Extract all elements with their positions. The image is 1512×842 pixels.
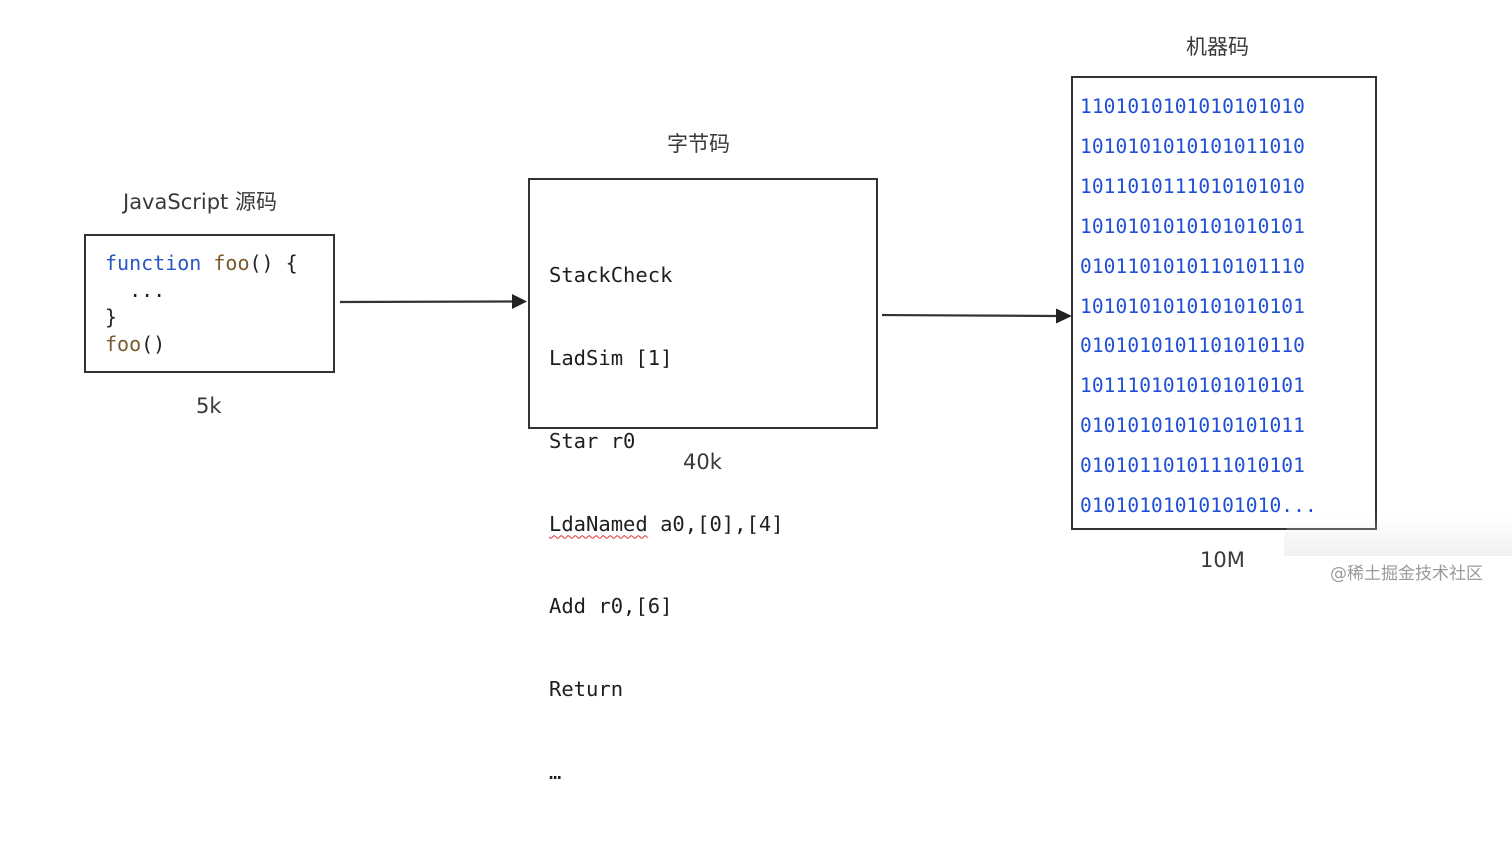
machine-code-line: 0101011010111010101 bbox=[1080, 454, 1305, 478]
spellcheck-underlined-op: LdaNamed bbox=[549, 511, 648, 536]
machine-code-line: 01010101010101010... bbox=[1080, 494, 1317, 518]
watermark-text: @稀土掘金技术社区 bbox=[1330, 564, 1483, 584]
machine-code-line: 1010101010101010101 bbox=[1080, 294, 1305, 318]
bytecode-size: 40k bbox=[683, 450, 722, 474]
bytecode-line: LdaNamed a0,[0],[4] bbox=[549, 511, 784, 539]
machine-code-line: 0101010101101010110 bbox=[1080, 334, 1305, 358]
js-source-box: function foo() { ... } foo() bbox=[84, 234, 335, 373]
machine-code-title: 机器码 bbox=[1186, 35, 1249, 59]
js-source-size: 5k bbox=[196, 394, 222, 418]
machine-code-box: 1101010101010101010 1010101010101011010 10… bbox=[1071, 76, 1377, 530]
bytecode-block: StackCheck LadSim [1] Star r0 LdaNamed a… bbox=[549, 207, 784, 842]
bytecode-line: StackCheck bbox=[549, 263, 673, 288]
keyword-function: function bbox=[105, 251, 202, 275]
machine-code-line: 0101010101010101011 bbox=[1080, 414, 1305, 438]
bytecode-line: Star r0 bbox=[549, 428, 636, 453]
arrow-line bbox=[339, 300, 515, 304]
bytecode-line: Return bbox=[549, 677, 624, 702]
machine-code-list: 1101010101010101010 1010101010101011010 10… bbox=[1080, 87, 1317, 526]
bytecode-box: StackCheck LadSim [1] Star r0 LdaNamed a… bbox=[528, 178, 878, 784]
js-source-title: JavaScript 源码 bbox=[123, 190, 277, 214]
machine-code-line: 1011010111010101010 bbox=[1080, 174, 1305, 198]
machine-code-line: 1010101010101011010 bbox=[1080, 134, 1305, 158]
code-line-1: function foo() { bbox=[105, 250, 298, 277]
code-line-4: foo() bbox=[105, 331, 298, 358]
arrow-bytecode-to-machine bbox=[881, 308, 1072, 324]
machine-code-line: 1011101010101010101 bbox=[1080, 374, 1305, 398]
bytecode-line: Add r0,[6] bbox=[549, 594, 673, 619]
bytecode-title: 字节码 bbox=[667, 132, 730, 156]
watermark-backdrop bbox=[1284, 516, 1512, 556]
arrow-head-icon bbox=[1056, 308, 1072, 324]
machine-code-size: 10M bbox=[1200, 548, 1245, 572]
machine-code-line: 1010101010101010101 bbox=[1080, 214, 1305, 238]
bytecode-args: a0,[0],[4] bbox=[647, 511, 784, 536]
function-call-name: foo bbox=[105, 332, 142, 356]
bytecode-line: … bbox=[549, 759, 562, 784]
code-punctuation: () { bbox=[249, 251, 298, 275]
machine-code-line: 0101101010110101110 bbox=[1080, 254, 1305, 278]
code-line-3: } bbox=[105, 305, 118, 329]
function-name: foo bbox=[213, 251, 250, 275]
arrow-line bbox=[881, 313, 1059, 318]
machine-code-line: 1101010101010101010 bbox=[1080, 95, 1305, 118]
code-punctuation: () bbox=[141, 332, 166, 356]
bytecode-line: LadSim [1] bbox=[549, 345, 673, 370]
arrow-head-icon bbox=[512, 294, 527, 309]
js-code-block: function foo() { ... } foo() bbox=[105, 250, 298, 358]
arrow-js-to-bytecode bbox=[339, 294, 527, 309]
code-line-2: ... bbox=[105, 278, 166, 302]
